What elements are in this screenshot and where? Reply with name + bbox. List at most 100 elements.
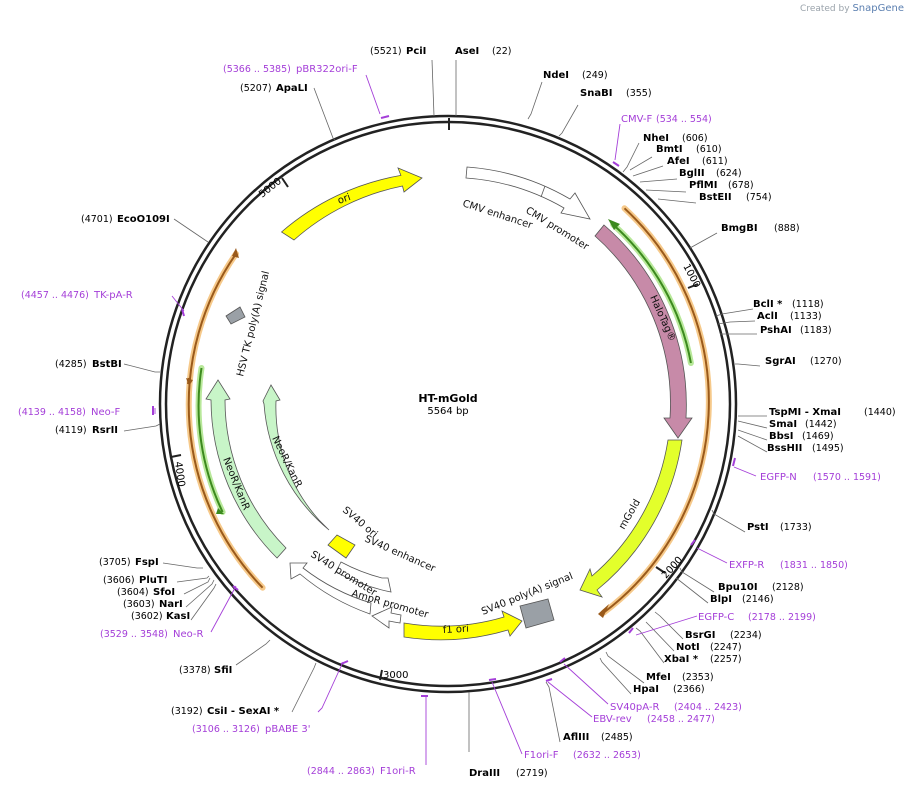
- enzyme-name-nhei[interactable]: NheI: [643, 133, 669, 144]
- feature-ampr-promoter[interactable]: [371, 606, 402, 629]
- enzyme-pos-mfei: (2353): [682, 672, 714, 683]
- enzyme-pos-tspmi-xmai: (1440): [864, 407, 896, 418]
- enzyme-pos-pshai: (1183): [800, 325, 832, 336]
- tick-4000: [170, 454, 182, 458]
- enzyme-name-afei[interactable]: AfeI: [667, 156, 690, 167]
- enzyme-pos-snabi: (355): [626, 88, 652, 99]
- enzyme-name-bmgbi[interactable]: BmgBI: [721, 223, 758, 234]
- enzyme-name-csii-sexai[interactable]: CsiI - SexAI *: [207, 706, 280, 717]
- enzyme-name-psti[interactable]: PstI: [747, 522, 769, 533]
- enzyme-pos-ndei: (249): [582, 70, 608, 81]
- enzyme-name-fspi[interactable]: FspI: [135, 557, 159, 568]
- feature-label-sv40-enhancer: SV40 enhancer: [363, 534, 438, 575]
- feature-halotag[interactable]: [594, 224, 693, 439]
- feature-label-hsv-tk-polya: HSV TK poly(A) signal: [235, 270, 272, 378]
- feature-label-cmv-enhancer: CMV enhancer: [461, 198, 534, 231]
- enzyme-name-ecoo109i[interactable]: EcoO109I: [117, 214, 170, 225]
- enzyme-name-bstbi[interactable]: BstBI: [92, 359, 122, 370]
- enzyme-name-smai[interactable]: SmaI: [769, 419, 797, 430]
- enzyme-pos-sfii: (3378): [179, 665, 211, 676]
- enzyme-name-ndei[interactable]: NdeI: [543, 70, 569, 81]
- enzyme-name-acli[interactable]: AclI: [757, 311, 778, 322]
- enzyme-pos-bsrgi: (2234): [730, 630, 762, 641]
- enzyme-name-afliii[interactable]: AflIII: [563, 732, 589, 743]
- enzyme-pos-ecoo109i: (4701): [81, 214, 113, 225]
- primer-range-tk-pa-r: (4457 .. 4476): [21, 290, 89, 301]
- enzyme-name-snabi[interactable]: SnaBI: [580, 88, 612, 99]
- feature-neor-kanr-inner[interactable]: [262, 384, 330, 531]
- enzyme-name-sfoi[interactable]: SfoI: [153, 587, 175, 598]
- enzyme-name-bsshii[interactable]: BssHII: [767, 443, 802, 454]
- enzyme-name-bglii[interactable]: BglII: [679, 168, 705, 179]
- enzyme-name-tspmi-xmai[interactable]: TspMI - XmaI: [769, 407, 841, 418]
- enzyme-name-sgrai[interactable]: SgrAI: [765, 356, 796, 367]
- enzyme-pos-psti: (1733): [780, 522, 812, 533]
- enzyme-name-blpi[interactable]: BlpI: [710, 594, 732, 605]
- primer-name-pbr322ori-f[interactable]: pBR322ori-F: [296, 64, 358, 75]
- enzyme-name-noti[interactable]: NotI: [676, 642, 700, 653]
- primer-range-egfp-n: (1570 .. 1591): [813, 472, 881, 483]
- enzyme-name-nari[interactable]: NarI: [159, 599, 183, 610]
- enzyme-name-bpu10i[interactable]: Bpu10I: [718, 582, 758, 593]
- feature-label-sv40-ori: SV40 ori: [340, 505, 379, 540]
- enzyme-name-mfei[interactable]: MfeI: [646, 672, 671, 683]
- feature-sv40-ori[interactable]: [327, 534, 356, 559]
- orf-track-outer: [603, 207, 710, 614]
- enzyme-name-hpai[interactable]: HpaI: [633, 684, 659, 695]
- enzyme-name-bsteii[interactable]: BstEII: [699, 192, 732, 203]
- primer-name-egfp-n[interactable]: EGFP-N: [760, 472, 797, 483]
- tick-label-4000: 4000: [172, 461, 186, 488]
- primer-name-f1ori-r[interactable]: F1ori-R: [380, 766, 416, 777]
- feature-mgold[interactable]: [579, 439, 683, 598]
- primer-name-neo-f[interactable]: Neo-F: [91, 407, 121, 418]
- enzyme-name-pflmi[interactable]: PflMI: [689, 180, 717, 191]
- enzyme-name-rsrii[interactable]: RsrII: [92, 425, 118, 436]
- enzyme-name-asei[interactable]: AseI: [455, 46, 479, 57]
- enzyme-name-bmti[interactable]: BmtI: [656, 144, 683, 155]
- enzyme-name-draiii[interactable]: DraIII: [469, 768, 500, 779]
- primer-name-f1ori-f[interactable]: F1ori-F: [524, 750, 559, 761]
- enzyme-pos-bcli: (1118): [792, 299, 824, 310]
- enzyme-pos-bmgbi: (888): [774, 223, 800, 234]
- primer-name-pbabe-3[interactable]: pBABE 3': [265, 724, 311, 735]
- enzyme-name-sfii[interactable]: SfiI: [214, 665, 232, 676]
- enzyme-pos-noti: (2247): [710, 642, 742, 653]
- primer-name-neo-r[interactable]: Neo-R: [173, 629, 204, 640]
- enzyme-pos-nari: (3603): [123, 599, 155, 610]
- enzyme-name-kasi[interactable]: KasI: [166, 611, 190, 622]
- enzyme-name-bcli[interactable]: BclI *: [753, 299, 783, 310]
- feature-ori[interactable]: [280, 167, 423, 241]
- features-layer: [205, 166, 693, 641]
- enzyme-name-pshai[interactable]: PshAI: [760, 325, 792, 336]
- tick-label-2000: 2000: [660, 555, 685, 581]
- enzyme-pos-bmti: (610): [696, 144, 722, 155]
- primer-name-cmv-f[interactable]: CMV-F: [621, 114, 652, 125]
- feature-f1-ori[interactable]: [403, 610, 523, 641]
- enzyme-name-pluti[interactable]: PluTI: [139, 575, 167, 586]
- orf-track-inner-arrowhead: [608, 219, 620, 230]
- enzyme-pos-kasi: (3602): [131, 611, 163, 622]
- feature-cmv-enhancer[interactable]: [465, 166, 591, 220]
- enzyme-pos-asei: (22): [492, 46, 512, 57]
- tick-3000: [379, 669, 383, 681]
- enzyme-name-apali[interactable]: ApaLI: [276, 83, 308, 94]
- enzyme-name-xbai[interactable]: XbaI *: [664, 654, 699, 665]
- feature-neor-kanr-outer[interactable]: [205, 379, 287, 559]
- feature-sv40-promoter[interactable]: [289, 562, 372, 615]
- primer-name-exfp-r[interactable]: EXFP-R: [729, 560, 764, 571]
- primer-name-sv40pa-r[interactable]: SV40pA-R: [610, 702, 659, 713]
- enzyme-pos-csii-sexai: (3192): [171, 706, 203, 717]
- feature-label-f1-ori: f1 ori: [443, 624, 470, 636]
- enzyme-name-pcii[interactable]: PciI: [406, 46, 426, 57]
- enzyme-name-bsrgi[interactable]: BsrGI: [685, 630, 715, 641]
- orf-track-left-inner-arrowhead: [216, 508, 224, 514]
- feature-sv40-polya[interactable]: [519, 598, 555, 629]
- primer-name-ebv-rev[interactable]: EBV-rev: [593, 714, 632, 725]
- feature-hsv-tk-polya[interactable]: [225, 306, 246, 325]
- primer-range-egfp-c: (2178 .. 2199): [748, 612, 816, 623]
- feature-sv40-enhancer[interactable]: [335, 561, 392, 593]
- primer-name-tk-pa-r[interactable]: TK-pA-R: [93, 290, 133, 301]
- enzyme-name-bbsi[interactable]: BbsI: [769, 431, 793, 442]
- primer-name-egfp-c[interactable]: EGFP-C: [698, 612, 734, 623]
